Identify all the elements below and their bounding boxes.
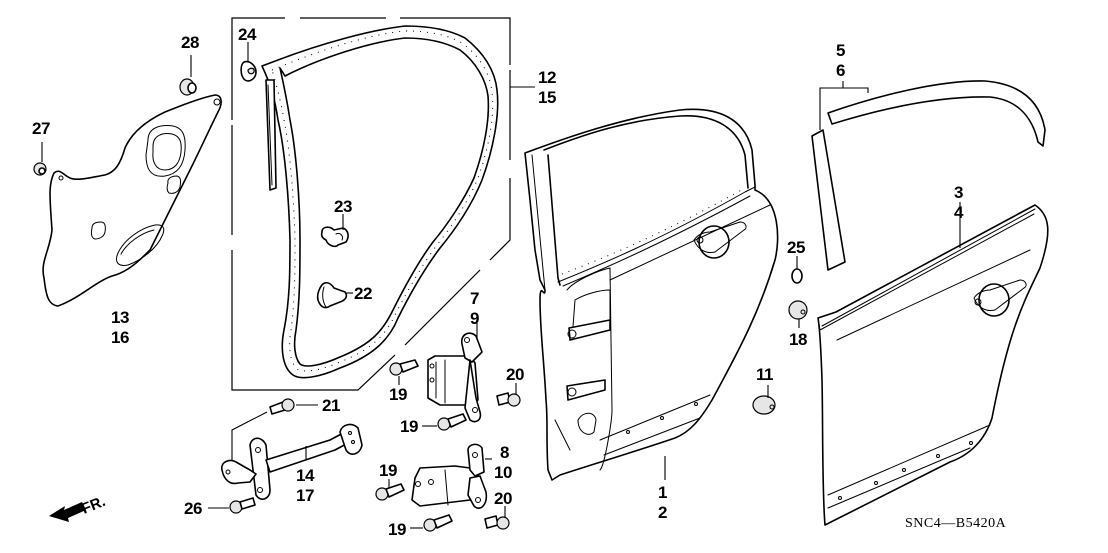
group-bracket-frame <box>231 17 535 391</box>
cushion-rubber-18-part[interactable] <box>788 300 808 320</box>
callout-13[interactable]: 13 <box>111 308 129 327</box>
clip-22-part[interactable] <box>316 281 348 309</box>
callout-17[interactable]: 17 <box>296 486 314 505</box>
nut-28-part[interactable] <box>179 78 197 96</box>
clip-23-part[interactable] <box>320 226 349 248</box>
stopper-cushion-11-part[interactable] <box>752 395 776 415</box>
callout-19c[interactable]: 19 <box>379 461 397 480</box>
callout-5[interactable]: 5 <box>836 41 846 60</box>
bolt-26-part[interactable] <box>229 497 256 514</box>
front-label: FR. <box>79 493 108 518</box>
callout-20b[interactable]: 20 <box>494 489 512 508</box>
callout-6[interactable]: 6 <box>836 61 846 80</box>
hole-seal-part[interactable] <box>42 94 222 307</box>
callout-26[interactable]: 26 <box>184 499 202 518</box>
callout-15[interactable]: 15 <box>538 88 556 107</box>
upper-hinge-part[interactable] <box>427 332 483 423</box>
callout-19a[interactable]: 19 <box>389 385 407 404</box>
callout-22[interactable]: 22 <box>354 284 372 303</box>
front-arrow-icon <box>49 502 86 522</box>
callout-18[interactable]: 18 <box>789 330 807 349</box>
bolt-19-part[interactable] <box>375 483 405 501</box>
callout-20a[interactable]: 20 <box>506 365 524 384</box>
ring-25-part[interactable] <box>791 268 803 284</box>
callout-16[interactable]: 16 <box>111 328 129 347</box>
callout-7[interactable]: 7 <box>470 289 480 308</box>
lower-hinge-part[interactable] <box>411 443 488 509</box>
bolt-20-part[interactable] <box>496 392 521 407</box>
callout-labels: 1 2 3 4 5 6 7 8 9 10 11 12 13 14 15 16 1… <box>32 25 965 539</box>
sash-garnish-part[interactable] <box>811 80 1046 271</box>
callout-10[interactable]: 10 <box>494 463 512 482</box>
bolt-21-part[interactable] <box>269 398 295 415</box>
callout-2[interactable]: 2 <box>658 503 668 522</box>
clip-24-part[interactable] <box>240 60 257 82</box>
door-panel-part[interactable] <box>524 108 779 481</box>
callout-3[interactable]: 3 <box>954 183 964 202</box>
callout-8[interactable]: 8 <box>500 443 510 462</box>
bolt-20-part[interactable] <box>484 515 510 530</box>
front-direction-indicator: FR. <box>49 493 108 522</box>
bolt-19-part[interactable] <box>389 359 419 376</box>
callout-1[interactable]: 1 <box>658 483 668 502</box>
door-checker-part[interactable] <box>220 423 363 500</box>
door-skin-part[interactable] <box>817 204 1049 526</box>
callout-28[interactable]: 28 <box>181 33 199 52</box>
callout-12[interactable]: 12 <box>538 68 556 87</box>
callout-14[interactable]: 14 <box>296 466 315 485</box>
nut-27-part[interactable] <box>33 162 47 176</box>
diagram-code: SNC4—B5420A <box>905 516 1007 531</box>
bolt-19-part[interactable] <box>437 413 467 431</box>
callout-21[interactable]: 21 <box>322 396 340 415</box>
callout-25[interactable]: 25 <box>787 238 805 257</box>
callout-11[interactable]: 11 <box>756 365 774 384</box>
callout-23[interactable]: 23 <box>334 197 352 216</box>
callout-19b[interactable]: 19 <box>400 417 418 436</box>
callout-19d[interactable]: 19 <box>388 520 406 539</box>
callout-24[interactable]: 24 <box>238 25 257 44</box>
bolt-19-part[interactable] <box>423 514 453 532</box>
callout-27[interactable]: 27 <box>32 119 50 138</box>
weatherstrip-part[interactable] <box>261 25 499 379</box>
callout-9[interactable]: 9 <box>470 309 480 328</box>
callout-4[interactable]: 4 <box>954 203 965 222</box>
